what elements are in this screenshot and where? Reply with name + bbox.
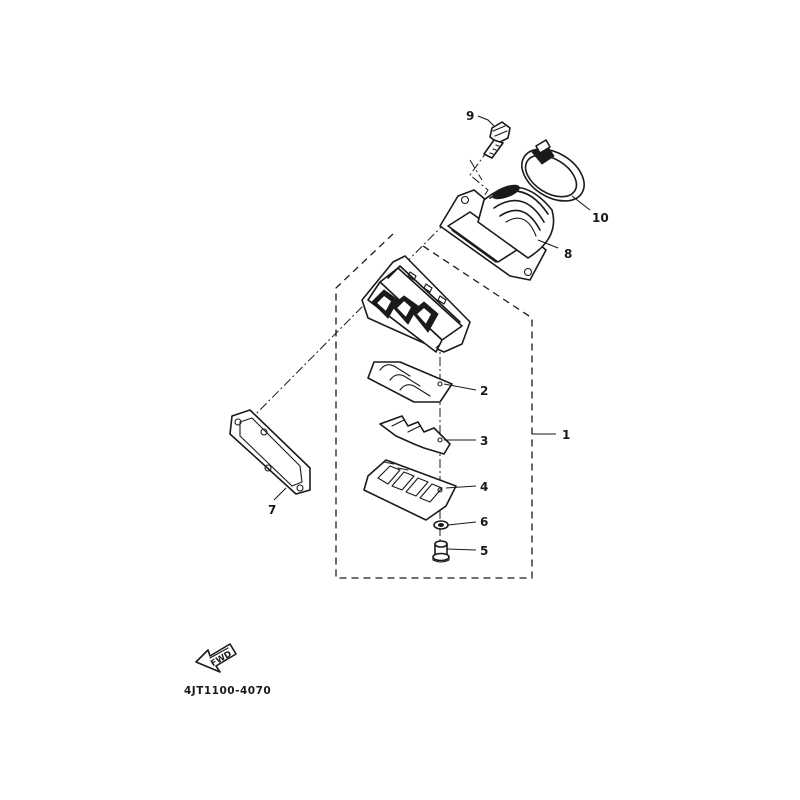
- callout-labels: 1 2 3 4 5 6 7 8 9 10: [268, 109, 609, 558]
- washer-part-6: [433, 520, 449, 530]
- screw-part-5: [432, 540, 450, 563]
- intake-joint-part-8: [439, 184, 555, 281]
- callout-8: 8: [564, 247, 572, 261]
- callout-6: 6: [480, 515, 488, 529]
- callout-3: 3: [480, 434, 488, 448]
- reed-petal-part-2: [367, 361, 453, 403]
- reed-plate-part-4: [363, 459, 457, 521]
- callout-2: 2: [480, 384, 488, 398]
- gasket-part-7: [229, 409, 311, 495]
- callout-4: 4: [480, 480, 488, 494]
- assembly-boundary: [335, 233, 533, 579]
- leader-lines: [273, 115, 591, 551]
- part-code-label: 4JT1100-4070: [184, 685, 271, 697]
- bolt-part-9: [483, 121, 511, 159]
- callout-9: 9: [466, 109, 474, 123]
- reed-valve-ports: [371, 289, 439, 333]
- centerline-bolt-to-joint: [461, 149, 489, 231]
- callout-7: 7: [268, 503, 276, 517]
- hose-clamp-part-10: [521, 139, 585, 202]
- callout-10: 10: [592, 211, 609, 225]
- reed-stopper-part-3: [379, 415, 451, 455]
- fwd-arrow-icon: FWD: [195, 643, 237, 673]
- callout-1: 1: [562, 428, 570, 442]
- reed-valve-body: [361, 255, 471, 353]
- centerline-clamp-to-joint: [469, 159, 483, 181]
- callout-5: 5: [480, 544, 488, 558]
- centerline-joint-to-gasket: [249, 209, 459, 421]
